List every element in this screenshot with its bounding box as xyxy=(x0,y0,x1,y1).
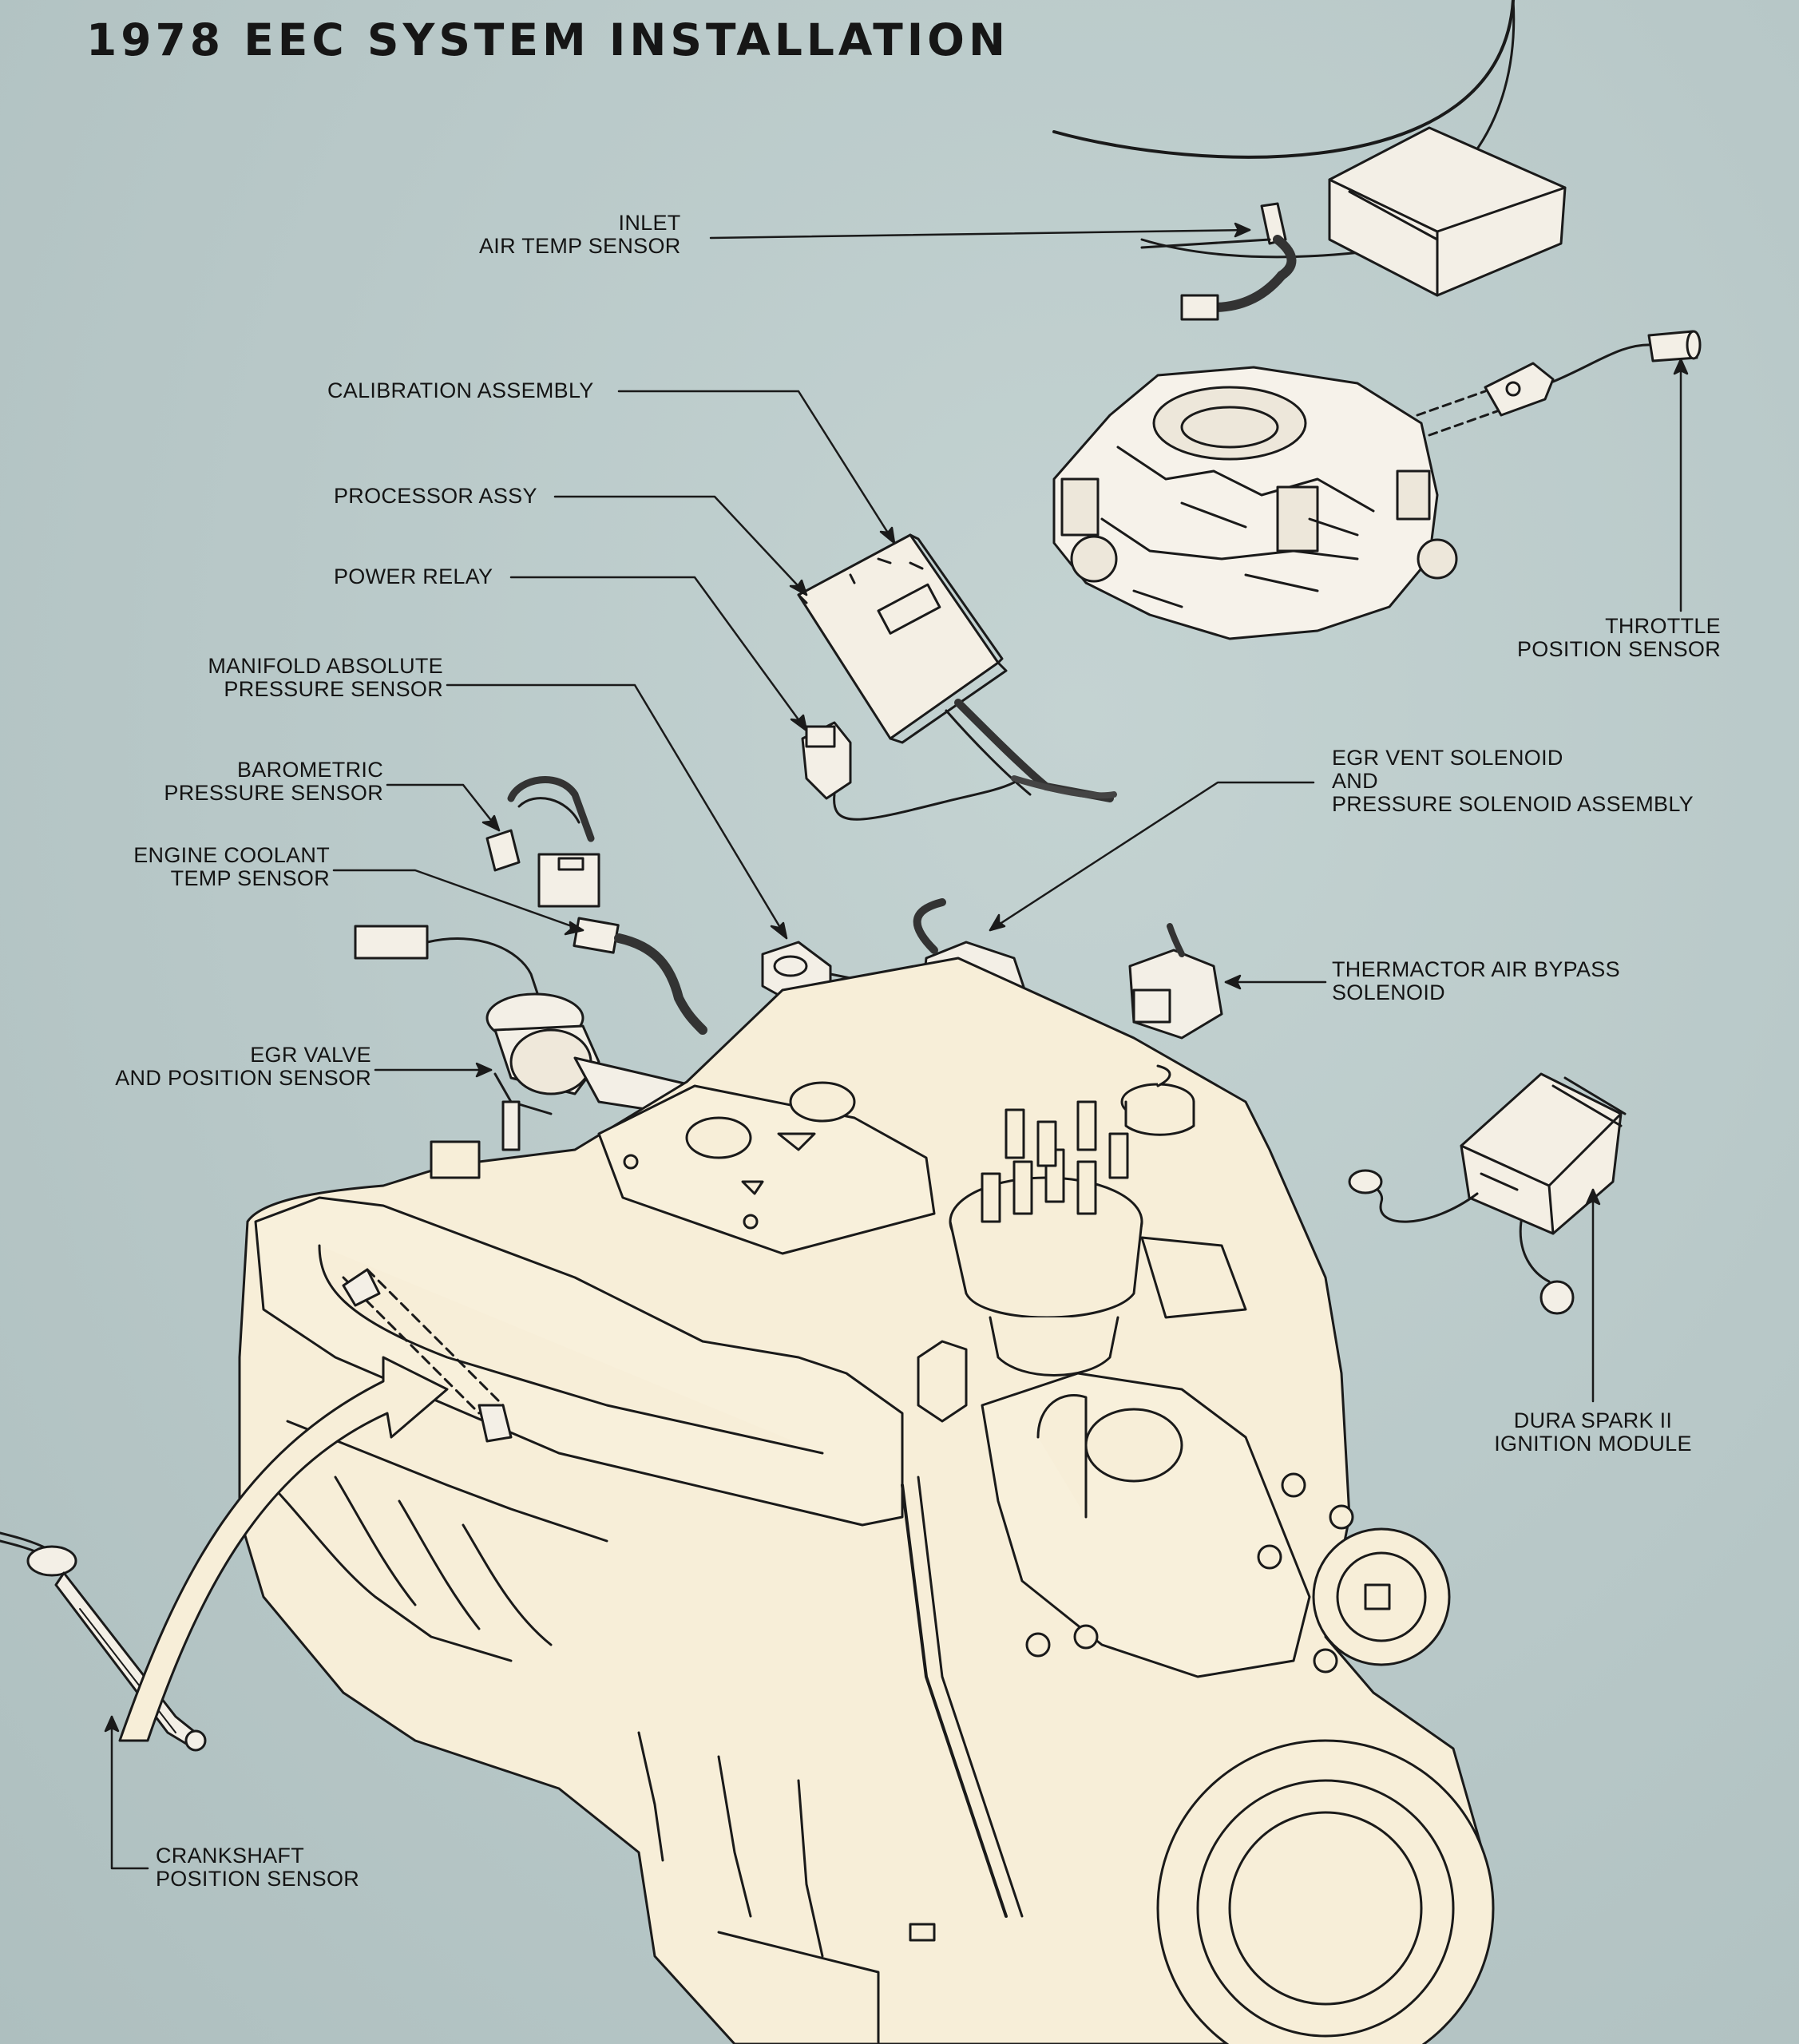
label-egr-vent-solenoid: EGR VENT SOLENOID AND PRESSURE SOLENOID … xyxy=(1332,747,1694,816)
label-line: TEMP SENSOR xyxy=(170,866,330,890)
label-engine-coolant-temp-sensor: ENGINE COOLANT TEMP SENSOR xyxy=(88,844,330,890)
inlet-air-temp-sensor xyxy=(1140,202,1297,321)
label-line: THERMACTOR AIR BYPASS xyxy=(1332,957,1620,981)
label-line: MANIFOLD ABSOLUTE xyxy=(208,654,443,678)
air-duct-box xyxy=(1328,126,1567,297)
label-line: BAROMETRIC xyxy=(236,758,383,782)
label-line: ENGINE COOLANT xyxy=(133,843,330,867)
leader-lines xyxy=(104,222,1689,1870)
label-line: PRESSURE SOLENOID ASSEMBLY xyxy=(1332,792,1694,816)
label-line: EGR VENT SOLENOID xyxy=(1332,746,1563,770)
label-line: CRANKSHAFT xyxy=(156,1844,305,1868)
label-line: AND POSITION SENSOR xyxy=(115,1066,371,1090)
crankshaft-position-sensor xyxy=(0,1268,513,1752)
engine-coolant-temp-sensor xyxy=(573,917,707,1035)
label-line: AIR TEMP SENSOR xyxy=(479,234,681,258)
label-line: CALIBRATION ASSEMBLY xyxy=(327,378,594,402)
diagram-title: 1978 EEC SYSTEM INSTALLATION xyxy=(86,14,1009,65)
label-thermactor-solenoid: THERMACTOR AIR BYPASS SOLENOID xyxy=(1332,958,1620,1004)
label-line: INLET xyxy=(618,211,681,235)
label-dura-spark-module: DURA SPARK II IGNITION MODULE xyxy=(1469,1409,1717,1456)
label-line: PRESSURE SENSOR xyxy=(164,781,383,805)
label-line: PROCESSOR ASSY xyxy=(334,484,537,508)
engine-block xyxy=(238,957,1495,2044)
label-map-sensor: MANIFOLD ABSOLUTE PRESSURE SENSOR xyxy=(184,655,443,701)
label-line: THROTTLE xyxy=(1605,614,1721,638)
label-line: POSITION SENSOR xyxy=(1516,637,1721,661)
label-inlet-air-temp-sensor: INLET AIR TEMP SENSOR xyxy=(479,212,681,258)
label-line: DURA SPARK II xyxy=(1513,1408,1673,1432)
processor-assy xyxy=(797,533,1117,802)
label-processor-assy: PROCESSOR ASSY xyxy=(334,485,537,508)
dura-spark-module xyxy=(1348,1072,1627,1315)
label-line: AND xyxy=(1332,769,1378,793)
barometric-pressure-sensor xyxy=(485,776,600,908)
label-line: IGNITION MODULE xyxy=(1494,1432,1692,1456)
label-line: POSITION SENSOR xyxy=(156,1867,360,1891)
label-line: PRESSURE SENSOR xyxy=(224,677,443,701)
power-relay xyxy=(801,721,1016,821)
carburetor xyxy=(1052,366,1458,640)
label-line: EGR VALVE xyxy=(250,1043,371,1067)
label-power-relay: POWER RELAY xyxy=(334,565,493,588)
label-egr-valve: EGR VALVE AND POSITION SENSOR xyxy=(80,1044,371,1090)
thermactor-solenoid xyxy=(1128,923,1223,1040)
label-calibration-assembly: CALIBRATION ASSEMBLY xyxy=(327,379,594,402)
label-barometric-pressure-sensor: BAROMETRIC PRESSURE SENSOR xyxy=(136,759,383,805)
label-line: SOLENOID xyxy=(1332,980,1445,1004)
label-crankshaft-position-sensor: CRANKSHAFT POSITION SENSOR xyxy=(156,1844,359,1891)
throttle-position-sensor xyxy=(1416,330,1702,437)
label-line: POWER RELAY xyxy=(334,564,493,588)
label-throttle-position-sensor: THROTTLE POSITION SENSOR xyxy=(1501,615,1721,661)
